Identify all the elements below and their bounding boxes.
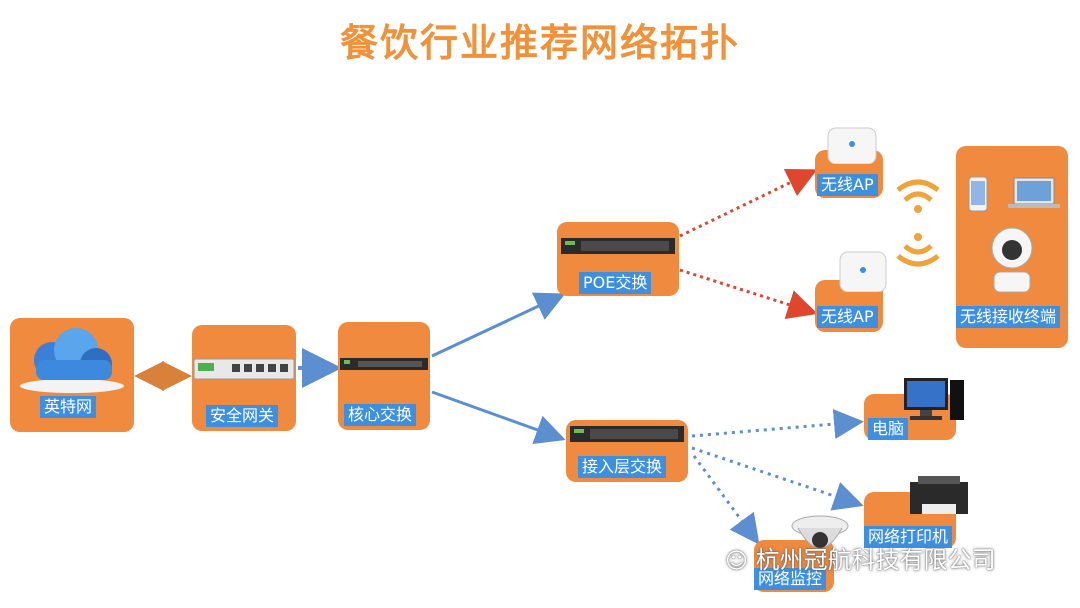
camera-node: 网络监控 bbox=[754, 540, 834, 592]
dome-camera-icon bbox=[791, 515, 849, 549]
ap1-node: 无线AP bbox=[815, 150, 883, 198]
wireless-clients-node: 无线接收终端 bbox=[956, 146, 1068, 348]
link-access-printer bbox=[691, 446, 864, 511]
core-switch-node: 核心交换 bbox=[338, 322, 430, 430]
poe-switch-device-icon bbox=[561, 238, 675, 254]
pc-label: 电脑 bbox=[868, 418, 909, 440]
camera-label: 网络监控 bbox=[754, 568, 827, 590]
internet-label: 英特网 bbox=[40, 396, 97, 418]
poe-switch-node: POE交换 bbox=[557, 222, 679, 296]
access-switch-label: 接入层交换 bbox=[578, 456, 667, 478]
link-poe-ap2 bbox=[679, 268, 818, 320]
core-switch-label: 核心交换 bbox=[344, 404, 417, 426]
wechat-icon: ☺ bbox=[725, 549, 748, 574]
wireless-clients-label: 无线接收终端 bbox=[956, 306, 1061, 328]
access-switch-node: 接入层交换 bbox=[566, 420, 688, 482]
gateway-label: 安全网关 bbox=[206, 405, 279, 427]
link-core-access bbox=[431, 390, 566, 444]
ap2-label: 无线AP bbox=[817, 306, 878, 328]
cloud-icon bbox=[20, 328, 124, 393]
printer-icon bbox=[910, 476, 968, 514]
watermark: ☺ 杭州冠航科技有限公司 bbox=[725, 540, 996, 575]
link-core-poe bbox=[431, 292, 566, 358]
internet-node: 英特网 bbox=[10, 318, 134, 432]
access-switch-device-icon bbox=[570, 426, 684, 442]
phone-icon bbox=[968, 176, 988, 212]
ap1-label: 无线AP bbox=[817, 174, 878, 196]
link-access-pc bbox=[691, 409, 864, 439]
access-point-icon bbox=[839, 251, 887, 292]
laptop-icon bbox=[1008, 177, 1060, 208]
link-access-camera bbox=[692, 455, 760, 545]
switch-device-icon bbox=[340, 358, 428, 370]
link-poe-ap1 bbox=[679, 168, 818, 238]
diagram-title: 餐饮行业推荐网络拓扑 bbox=[339, 21, 740, 65]
poe-switch-label: POE交换 bbox=[579, 272, 652, 294]
printer-label: 网络打印机 bbox=[864, 526, 953, 548]
wifi-signal-icon bbox=[896, 179, 940, 267]
gateway-node: 安全网关 bbox=[192, 325, 296, 431]
gateway-device-icon bbox=[193, 358, 295, 380]
watermark-text: 杭州冠航科技有限公司 bbox=[755, 546, 996, 574]
computer-icon bbox=[904, 378, 964, 420]
access-point-icon bbox=[827, 127, 877, 164]
camera-icon bbox=[991, 227, 1033, 293]
